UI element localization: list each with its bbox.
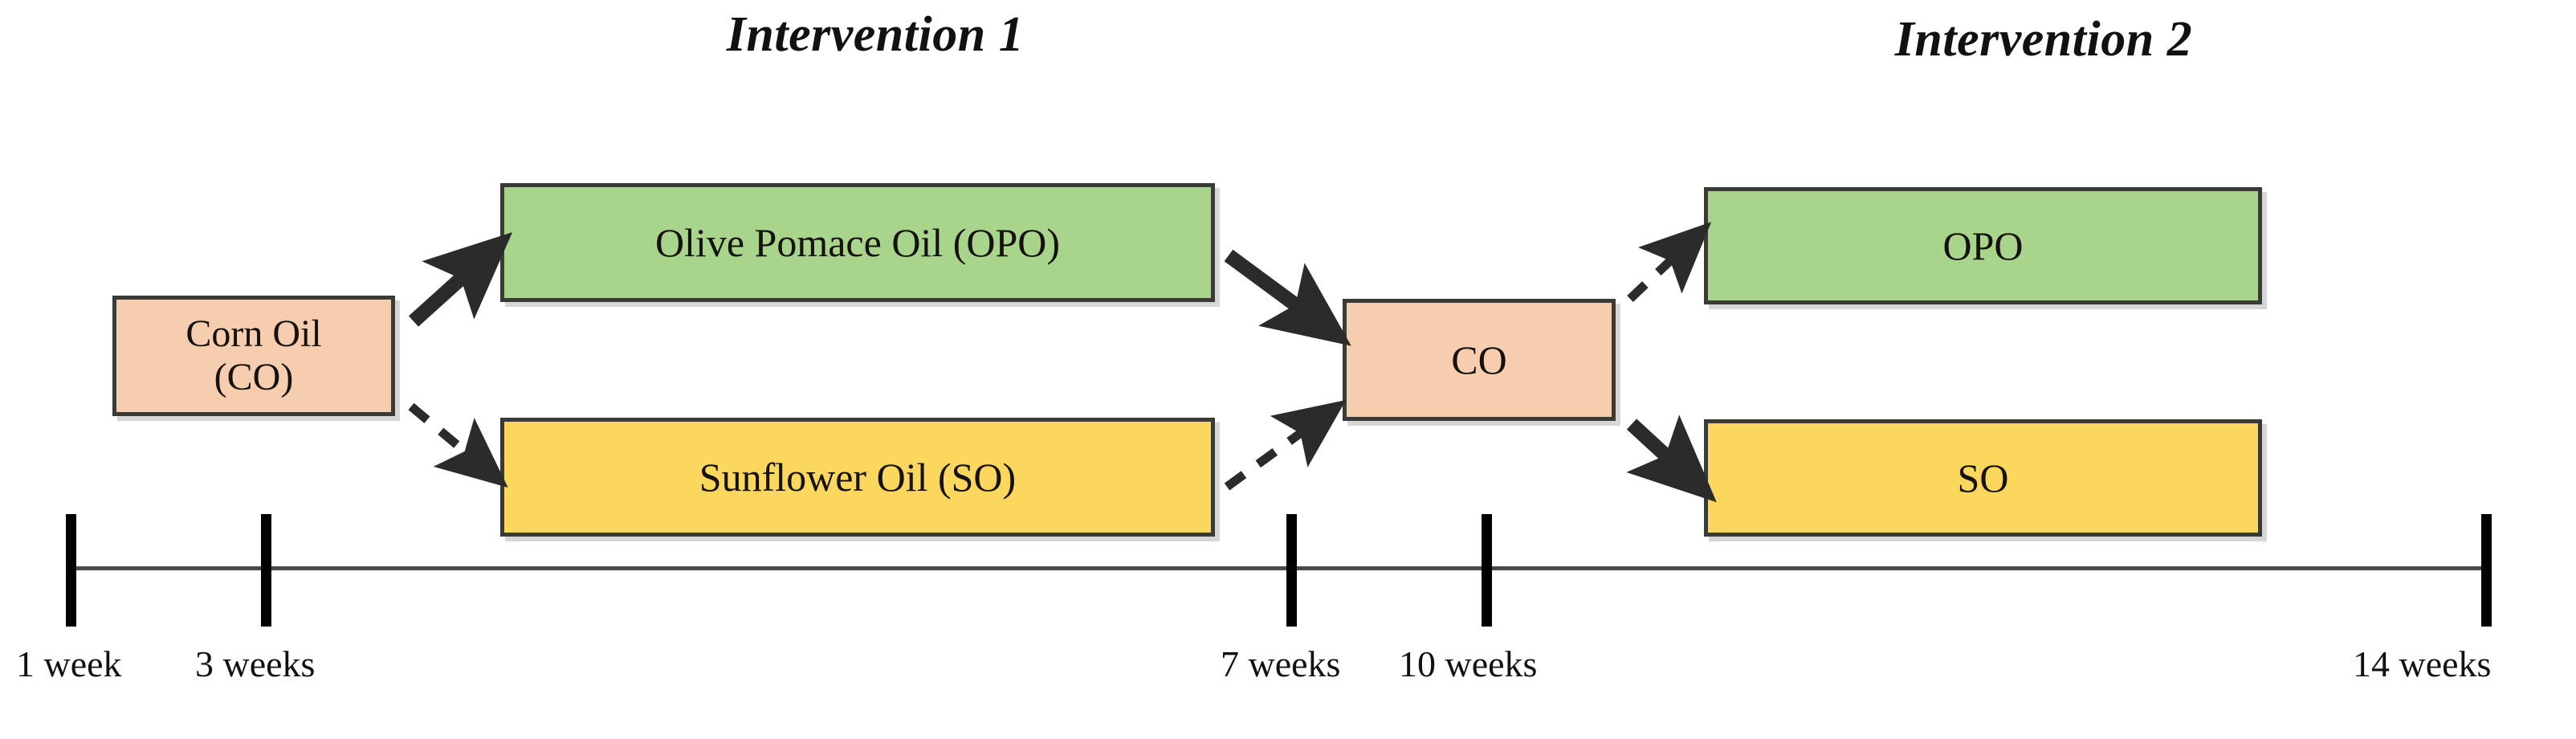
timeline-label-3-weeks: 3 weeks <box>195 643 316 684</box>
box-corn-oil-line1: Corn Oil <box>185 312 322 356</box>
box-olive-pomace-oil-intervention-1[interactable]: Olive Pomace Oil (OPO) <box>500 183 1215 302</box>
arrow-so1-to-co-washout <box>1224 399 1347 491</box>
box-so-intervention-2[interactable]: SO <box>1704 419 2262 537</box>
heading-intervention-1: Intervention 1 <box>726 7 1025 62</box>
box-so-1-label: Sunflower Oil (SO) <box>699 455 1017 500</box>
box-sunflower-oil-intervention-1[interactable]: Sunflower Oil (SO) <box>500 418 1215 537</box>
timeline-tick-3-weeks <box>261 514 271 627</box>
timeline-label-1-week: 1 week <box>16 643 122 684</box>
box-corn-oil-label: Corn Oil (CO) <box>185 312 321 399</box>
box-opo-1-label: Olive Pomace Oil (OPO) <box>654 220 1061 265</box>
box-so-2-label: SO <box>1957 455 2009 500</box>
timeline-tick-14-weeks <box>2481 514 2492 627</box>
box-corn-oil-line2: (CO) <box>214 356 294 398</box>
box-co-washout-label: CO <box>1451 337 1507 382</box>
box-opo-intervention-2[interactable]: OPO <box>1704 187 2262 304</box>
arrow-corn-oil-to-opo1 <box>408 232 513 327</box>
box-corn-oil[interactable]: Corn Oil (CO) <box>112 296 395 416</box>
timeline-tick-7-weeks <box>1286 514 1297 627</box>
box-opo-2-label: OPO <box>1942 223 2024 268</box>
box-corn-oil-washout[interactable]: CO <box>1343 299 1616 421</box>
arrow-co-washout-to-so2 <box>1626 414 1717 503</box>
arrow-opo1-to-co-washout <box>1224 249 1351 346</box>
timeline-axis <box>66 566 2483 570</box>
arrow-corn-oil-to-so1 <box>408 402 508 488</box>
heading-intervention-2: Intervention 2 <box>1894 12 2193 67</box>
timeline-tick-1-week <box>66 514 76 627</box>
arrow-co-washout-to-opo2 <box>1627 222 1712 302</box>
timeline-label-7-weeks: 7 weeks <box>1221 643 1341 684</box>
timeline-label-14-weeks: 14 weeks <box>2353 643 2492 684</box>
timeline-label-10-weeks: 10 weeks <box>1399 643 1538 684</box>
timeline-tick-10-weeks <box>1482 514 1492 627</box>
